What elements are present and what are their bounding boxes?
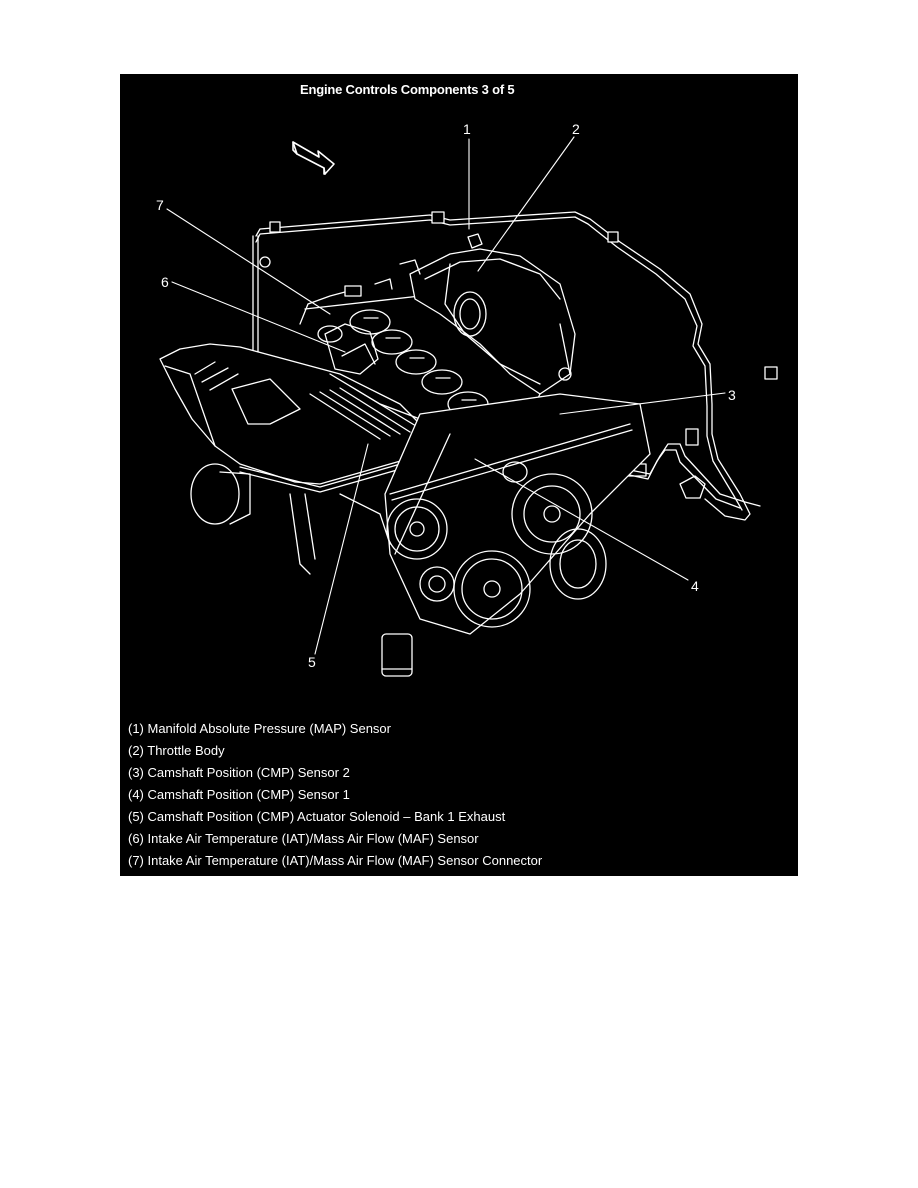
engine-line-drawing: [159, 136, 778, 677]
ac-line: [624, 428, 761, 509]
callout-2: 2: [572, 121, 580, 137]
intake-manifold: [374, 233, 576, 395]
callout-5: 5: [308, 654, 316, 670]
air-cleaner-housing: [159, 343, 426, 575]
component-legend: (1) Manifold Absolute Pressure (MAP) Sen…: [128, 718, 542, 872]
legend-item-iat-maf-connector: (7) Intake Air Temperature (IAT)/Mass Ai…: [128, 853, 543, 868]
callout-leader-lines: [166, 136, 726, 655]
callout-1: 1: [463, 121, 471, 137]
legend-item-cmp-sensor-2: (3) Camshaft Position (CMP) Sensor 2: [128, 765, 350, 780]
figure-title: Engine Controls Components 3 of 5: [300, 82, 515, 97]
callout-4: 4: [691, 578, 699, 594]
legend-item-cmp-actuator-solenoid: (5) Camshaft Position (CMP) Actuator Sol…: [128, 809, 506, 824]
callout-3: 3: [728, 387, 736, 403]
forward-direction-arrow-icon: [292, 141, 335, 175]
legend-item-cmp-sensor-1: (4) Camshaft Position (CMP) Sensor 1: [128, 787, 350, 802]
callout-7: 7: [156, 197, 164, 213]
engine-front-accessory-drive: [339, 393, 651, 677]
legend-item-iat-maf-sensor: (6) Intake Air Temperature (IAT)/Mass Ai…: [128, 831, 479, 846]
legend-item-map-sensor: (1) Manifold Absolute Pressure (MAP) Sen…: [128, 721, 391, 736]
vapor-line: [252, 211, 778, 521]
maf-sensor: [299, 285, 379, 375]
legend-item-throttle-body: (2) Throttle Body: [128, 743, 225, 758]
engine-diagram-panel: Engine Controls Components 3 of 5: [120, 74, 798, 876]
callout-6: 6: [161, 274, 169, 290]
